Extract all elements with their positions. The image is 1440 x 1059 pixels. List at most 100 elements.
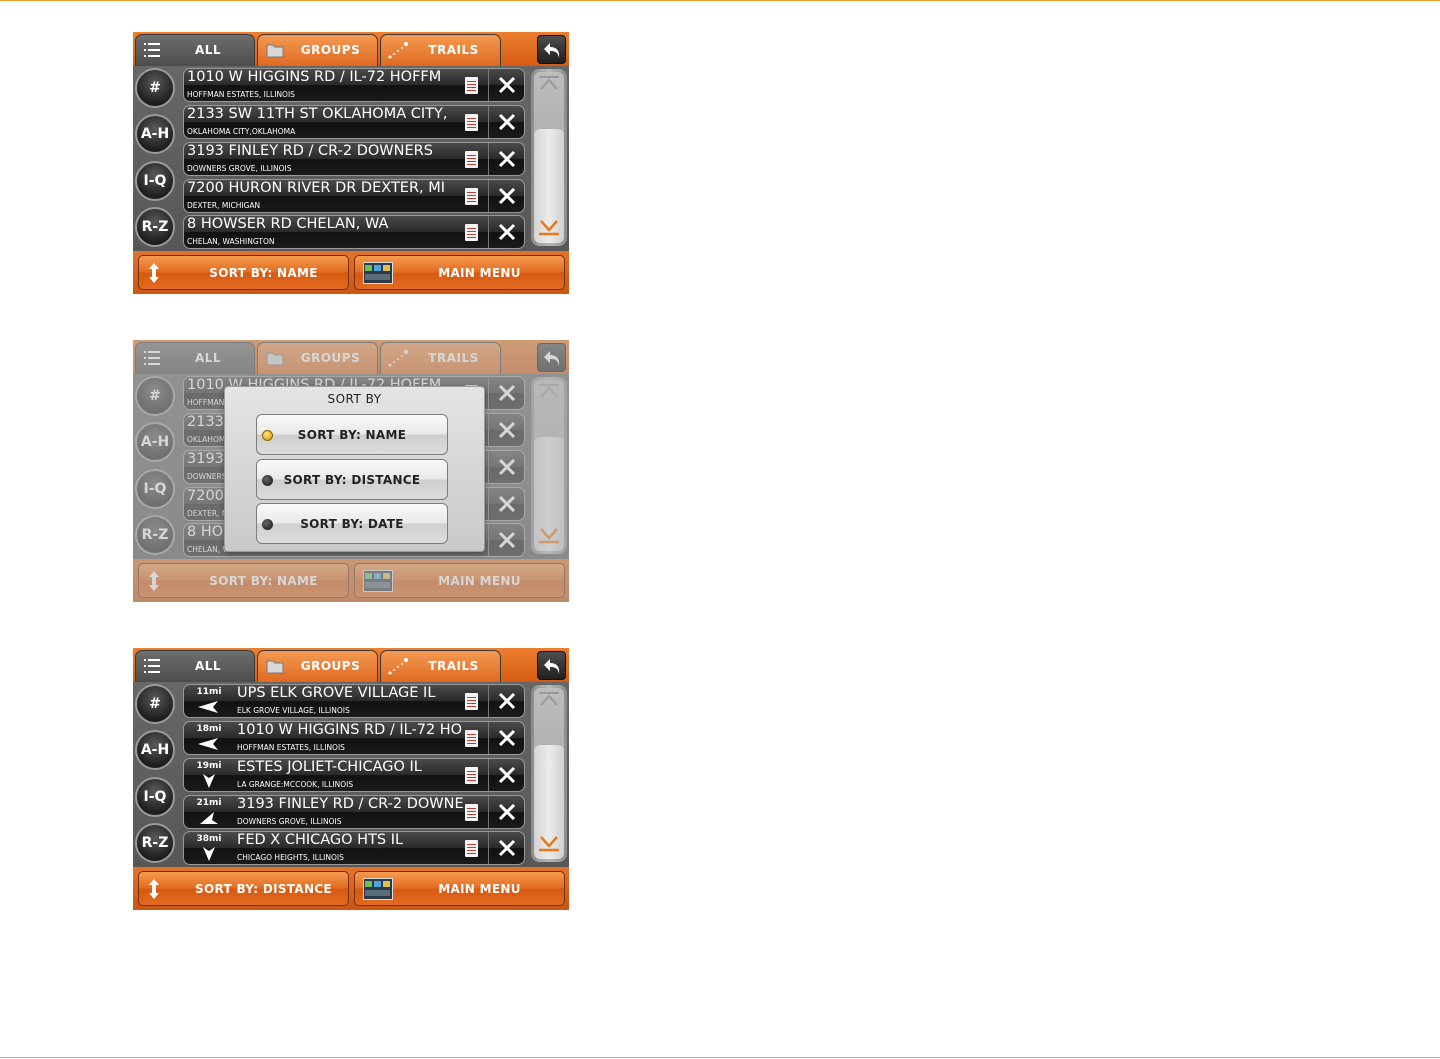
alpha-hash-button[interactable]: # — [135, 68, 175, 108]
alpha-r-z-button[interactable]: R-Z — [135, 823, 175, 863]
list-item[interactable]: 7200 HURON RIVER DR DEXTER, MI DEXTER, M… — [183, 179, 525, 213]
note-icon — [465, 804, 478, 821]
note-icon — [465, 767, 478, 784]
scroll-bottom-icon[interactable] — [537, 835, 561, 853]
delete-button[interactable] — [488, 143, 524, 175]
close-icon — [498, 187, 516, 205]
tab-bar: ALL GROUPS TRAILS — [133, 648, 569, 682]
scroll-top-icon[interactable] — [537, 75, 561, 91]
alpha-i-q-button[interactable]: I-Q — [135, 161, 175, 201]
main-menu-button[interactable]: MAIN MENU — [354, 255, 565, 290]
note-icon — [465, 188, 478, 205]
tab-groups[interactable]: GROUPS — [257, 34, 378, 66]
row-distance: 11mi — [196, 687, 222, 697]
direction-left-icon — [198, 701, 218, 713]
delete-button[interactable] — [488, 180, 524, 212]
tab-trails[interactable]: TRAILS — [380, 34, 501, 66]
delete-button[interactable] — [488, 796, 524, 828]
note-icon — [465, 693, 478, 710]
list-item[interactable]: 21mi 3193 FINLEY RD / CR-2 DOWNE DOWNERS… — [183, 795, 525, 829]
list-icon — [144, 659, 160, 673]
list-item[interactable]: 19mi ESTES JOLIET-CHICAGO IL LA GRANGE:M… — [183, 758, 525, 792]
tab-all-label: ALL — [194, 43, 222, 57]
tab-groups-label: GROUPS — [300, 659, 361, 673]
row-city: HOFFMAN ESTATES, ILLINOIS — [237, 743, 345, 752]
row-address: 3193 FINLEY RD / CR-2 DOWNERS — [187, 143, 433, 159]
note-icon — [465, 151, 478, 168]
screen-sort-by-distance: ALL GROUPS TRAILS # A-H I-Q R-Z 11mi UPS… — [133, 648, 569, 910]
sort-option-distance[interactable]: SORT BY: DISTANCE — [256, 459, 448, 500]
trail-icon — [388, 42, 408, 59]
back-button[interactable] — [537, 651, 566, 680]
close-icon — [498, 76, 516, 94]
list-icon — [144, 43, 160, 57]
main-menu-button[interactable]: MAIN MENU — [354, 871, 565, 906]
scroll-thumb[interactable] — [534, 129, 564, 243]
close-icon — [498, 150, 516, 168]
tab-all[interactable]: ALL — [135, 650, 255, 682]
map-thumbnail-icon — [363, 878, 393, 900]
sort-updown-icon — [149, 263, 159, 283]
list-item[interactable]: 3193 FINLEY RD / CR-2 DOWNERS DOWNERS GR… — [183, 142, 525, 176]
dialog-title: SORT BY — [327, 392, 382, 406]
list-item[interactable]: 2133 SW 11TH ST OKLAHOMA CITY, OKLAHOMA … — [183, 105, 525, 139]
delete-button[interactable] — [488, 216, 524, 248]
bottom-rule — [0, 1057, 1440, 1058]
delete-button[interactable] — [488, 106, 524, 138]
alpha-a-h-button[interactable]: A-H — [135, 114, 175, 154]
row-address: ESTES JOLIET-CHICAGO IL — [237, 759, 422, 775]
close-icon — [498, 692, 516, 710]
tab-all[interactable]: ALL — [135, 34, 255, 66]
sort-option-name[interactable]: SORT BY: NAME — [256, 414, 448, 455]
scrollbar[interactable] — [531, 685, 567, 862]
alpha-i-q-button[interactable]: I-Q — [135, 777, 175, 817]
close-icon — [498, 113, 516, 131]
list-item[interactable]: 8 HOWSER RD CHELAN, WA CHELAN, WASHINGTO… — [183, 215, 525, 249]
row-city: CHICAGO HEIGHTS, ILLINOIS — [237, 853, 344, 862]
tab-trails-label: TRAILS — [428, 43, 479, 57]
tab-groups-label: GROUPS — [300, 43, 361, 57]
folder-icon — [266, 44, 284, 58]
back-arrow-icon — [544, 43, 560, 58]
sort-button[interactable]: SORT BY: NAME — [138, 255, 349, 290]
alpha-r-z-button[interactable]: R-Z — [135, 207, 175, 247]
alpha-hash-button[interactable]: # — [135, 684, 175, 724]
row-address: 2133 SW 11TH ST OKLAHOMA CITY, — [187, 106, 448, 122]
tab-trails-label: TRAILS — [428, 659, 479, 673]
note-icon — [465, 224, 478, 241]
row-city: ELK GROVE VILLAGE, ILLINOIS — [237, 706, 350, 715]
tab-trails[interactable]: TRAILS — [380, 650, 501, 682]
row-distance: 21mi — [196, 798, 222, 808]
delete-button[interactable] — [488, 685, 524, 717]
list-item[interactable]: 1010 W HIGGINS RD / IL-72 HOFFM HOFFMAN … — [183, 68, 525, 102]
list-item[interactable]: 38mi FED X CHICAGO HTS IL CHICAGO HEIGHT… — [183, 831, 525, 865]
row-city: OKLAHOMA CITY,OKLAHOMA — [187, 127, 296, 136]
scroll-top-icon[interactable] — [537, 691, 561, 707]
tab-groups[interactable]: GROUPS — [257, 650, 378, 682]
sort-dialog: SORT BY SORT BY: NAME SORT BY: DISTANCE … — [224, 386, 485, 552]
sort-updown-icon — [149, 879, 159, 899]
delete-button[interactable] — [488, 722, 524, 754]
list-item[interactable]: 18mi 1010 W HIGGINS RD / IL-72 HO HOFFMA… — [183, 721, 525, 755]
list-item[interactable]: 11mi UPS ELK GROVE VILLAGE IL ELK GROVE … — [183, 684, 525, 718]
row-address: UPS ELK GROVE VILLAGE IL — [237, 685, 436, 701]
scroll-bottom-icon[interactable] — [537, 219, 561, 237]
delete-button[interactable] — [488, 759, 524, 791]
sort-button-label: SORT BY: DISTANCE — [195, 882, 332, 896]
row-city: HOFFMAN ESTATES, ILLINOIS — [187, 90, 295, 99]
sort-option-date[interactable]: SORT BY: DATE — [256, 503, 448, 544]
delete-button[interactable] — [488, 832, 524, 864]
delete-button[interactable] — [488, 69, 524, 101]
back-button[interactable] — [537, 35, 566, 64]
row-address: 3193 FINLEY RD / CR-2 DOWNE — [237, 796, 463, 812]
alpha-a-h-button[interactable]: A-H — [135, 730, 175, 770]
row-address: 1010 W HIGGINS RD / IL-72 HO — [237, 722, 463, 738]
tab-bar: ALL GROUPS TRAILS — [133, 32, 569, 66]
back-arrow-icon — [544, 659, 560, 674]
scrollbar[interactable] — [531, 69, 567, 246]
note-icon — [465, 114, 478, 131]
folder-icon — [266, 660, 284, 674]
bottom-bar: SORT BY: NAME MAIN MENU — [133, 251, 569, 294]
sort-button[interactable]: SORT BY: DISTANCE — [138, 871, 349, 906]
scroll-thumb[interactable] — [534, 745, 564, 859]
